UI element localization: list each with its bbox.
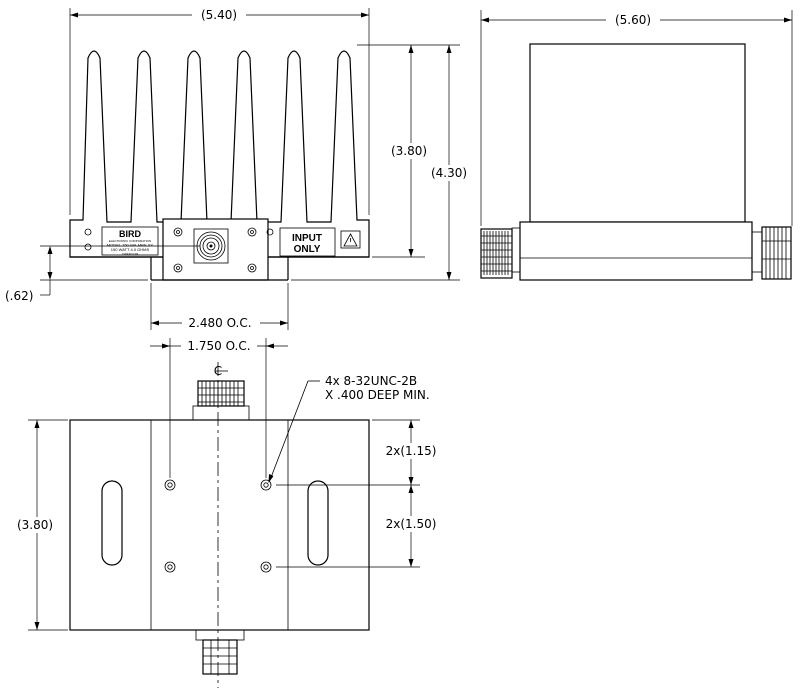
dim-overall-height: (4.30) (291, 44, 473, 281)
label-url: CWFP.COM (122, 252, 139, 256)
dim-mount-outer-label: 2.480 O.C. (188, 316, 251, 330)
dim-side-length-label: (5.60) (615, 13, 651, 27)
callout-line2: X .400 DEEP MIN. (325, 388, 430, 402)
flange-screw (173, 227, 183, 237)
flange-screw (173, 263, 183, 273)
hazard-icon (340, 230, 361, 249)
dim-front-width-label: (5.40) (201, 8, 237, 22)
dim-hole-spacing-top-label: 2x(1.15) (386, 444, 437, 458)
label-model: MODEL 150-WA-MFN-XX (107, 243, 153, 248)
thread-callout: 4x 8-32UNC-2B X .400 DEEP MIN. (268, 374, 430, 483)
tapped-hole (260, 561, 272, 573)
tapped-hole (164, 479, 176, 491)
dim-hole-spacing: 2x(1.15) 2x(1.50) (276, 419, 442, 568)
front-view: BIRD ELECTRONIC CORPORATION MODEL 150-WA… (5, 7, 473, 331)
tapped-hole (260, 479, 272, 491)
warning-line1: INPUT (292, 233, 322, 244)
body-screw (266, 228, 274, 236)
warning-line2: ONLY (294, 244, 321, 255)
dim-bottom-height: (3.80) (10, 419, 68, 631)
dim-fin-height-label: (3.80) (391, 144, 427, 158)
brand-text: BIRD (119, 229, 141, 239)
tapped-hole (164, 561, 176, 573)
label-rating: 150 WATT 4.0 GHMS (111, 247, 150, 252)
dim-front-width: (5.40) (69, 7, 370, 215)
body-screw (84, 228, 92, 236)
dim-connector-center-label: (.62) (5, 289, 33, 303)
n-connector-side-left (480, 227, 521, 279)
mounting-slot (307, 480, 329, 566)
dim-side-length: (5.60) (480, 10, 793, 226)
side-view: (5.60) (480, 10, 793, 281)
input-only-label: INPUT ONLY (279, 227, 336, 257)
dim-overall-height-label: (4.30) (431, 166, 467, 180)
side-body (519, 221, 753, 281)
label-subtitle: ELECTRONIC CORPORATION (109, 239, 151, 243)
dim-mount-outer: 2.480 O.C. (150, 283, 289, 331)
mounting-slot (101, 480, 123, 566)
bottom-view: C 1.750 O.C. 4x 8-32UNC-2B X .400 DEEP M… (10, 338, 442, 688)
dim-fin-height: (3.80) (357, 44, 432, 258)
flange-screw (247, 263, 257, 273)
bottom-body (69, 419, 370, 631)
n-connector-bottom-top (192, 380, 250, 421)
product-label: BIRD ELECTRONIC CORPORATION MODEL 150-WA… (101, 226, 159, 256)
side-heatsink (529, 43, 746, 223)
dim-bottom-height-label: (3.80) (17, 518, 53, 532)
dim-mount-inner: 1.750 O.C. (150, 338, 288, 478)
n-connector-bottom-bottom (195, 629, 245, 675)
dim-mount-inner-label: 1.750 O.C. (187, 339, 250, 353)
dim-hole-spacing-label: 2x(1.50) (386, 517, 437, 531)
flange-screw (247, 227, 257, 237)
n-connector-side-right (751, 226, 792, 280)
body-screw (84, 243, 92, 251)
dim-connector-center: (.62) (5, 245, 200, 303)
callout-line1: 4x 8-32UNC-2B (325, 374, 417, 388)
